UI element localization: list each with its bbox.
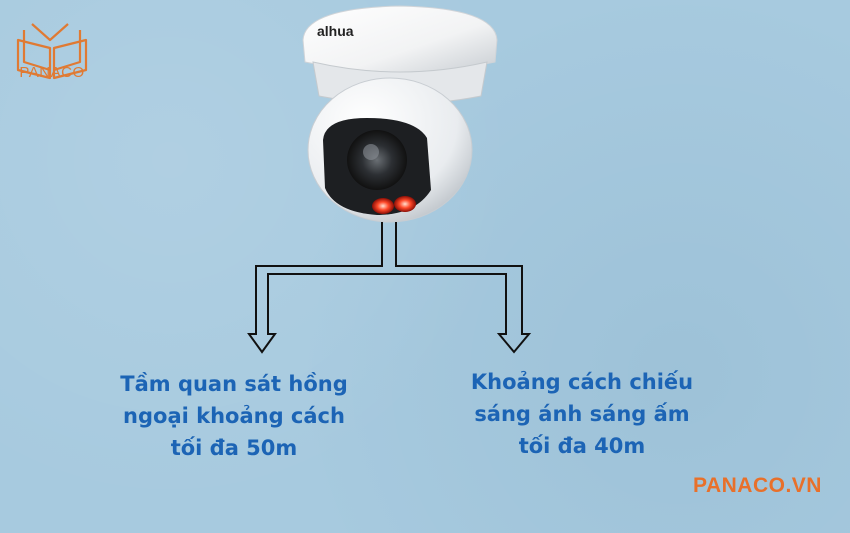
left-caption-line2: ngoại khoảng cách <box>123 404 345 428</box>
logo-text: PANACO <box>19 64 85 81</box>
right-caption-line2: sáng ánh sáng ấm <box>474 402 690 426</box>
right-caption-line3: tối đa 40m <box>518 434 646 458</box>
book-logo-icon <box>16 23 88 80</box>
left-caption-line1: Tầm quan sát hồng <box>120 372 348 396</box>
dome-camera-icon: alhua <box>302 5 498 223</box>
website-link[interactable]: PANACO.VN <box>693 474 822 497</box>
camera-brand-text: alhua <box>317 23 354 39</box>
left-caption-line3: tối đa 50m <box>170 436 298 460</box>
left-caption: Tầm quan sát hồng ngoại khoảng cách tối … <box>108 368 360 464</box>
right-caption: Khoảng cách chiếu sáng ánh sáng ấm tối đ… <box>462 366 702 462</box>
right-caption-line1: Khoảng cách chiếu <box>470 370 694 394</box>
